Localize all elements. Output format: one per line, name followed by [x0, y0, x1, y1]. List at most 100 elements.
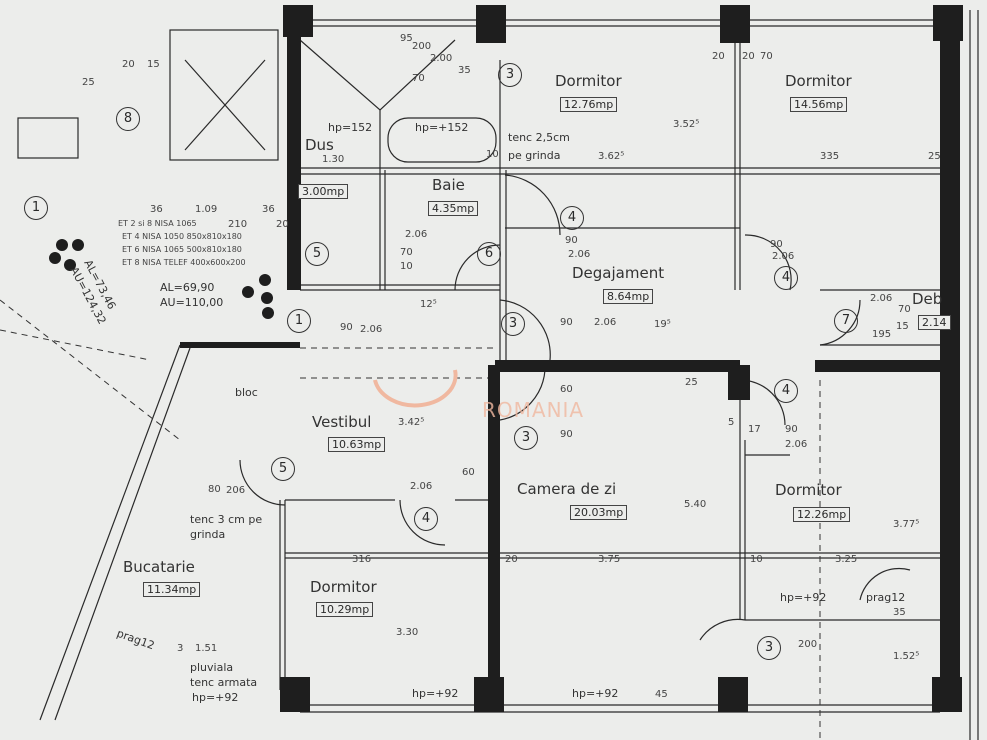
- dimension-label: 10: [486, 149, 499, 160]
- door-number: 4: [414, 507, 438, 531]
- dimension-label: 90: [560, 317, 573, 328]
- dimension-label: 20: [712, 51, 725, 62]
- dimension-label: 1.52⁵: [893, 651, 920, 662]
- dimension-label: 90: [785, 424, 798, 435]
- dimension-label: 35: [458, 65, 471, 76]
- dimension-label: 3.62⁵: [598, 151, 625, 162]
- dimension-label: 20: [122, 59, 135, 70]
- dashed-lines: [0, 299, 821, 740]
- room-area: 11.34mp: [143, 582, 201, 597]
- dimension-label: 2.06: [405, 229, 428, 240]
- door-number: 6: [477, 242, 501, 266]
- dimension-label: 36: [150, 204, 163, 215]
- note: ET 6 NISA 1065 500x810x180: [122, 245, 242, 254]
- dimension-label: 15: [147, 59, 160, 70]
- door-number: 5: [271, 457, 295, 481]
- dimension-label: 95: [400, 33, 413, 44]
- dimension-label: 3.77⁵: [893, 519, 920, 530]
- dimension-label: 2.06: [568, 249, 591, 260]
- note: AL=69,90: [160, 281, 215, 294]
- dimension-label: 10: [750, 554, 763, 565]
- dimension-label: 2.00: [430, 53, 453, 64]
- dimension-label: 2.06: [772, 251, 795, 262]
- dimension-label: 3.25: [835, 554, 858, 565]
- dimension-label: 206: [226, 485, 246, 496]
- dimension-label: 2.06: [594, 317, 617, 328]
- dimension-label: 90: [340, 322, 353, 333]
- dimension-label: 60: [462, 467, 475, 478]
- door-number: 8: [116, 107, 140, 131]
- room-name: Dus: [305, 136, 334, 154]
- dimension-label: 90: [770, 239, 783, 250]
- dimension-label: 5: [728, 417, 735, 428]
- note: tenc armata: [190, 676, 258, 689]
- note: hp=152: [328, 121, 373, 134]
- dimension-label: 35: [893, 607, 906, 618]
- dimension-label: 19⁵: [654, 319, 671, 330]
- dimension-label: 3.52⁵: [673, 119, 700, 130]
- room-name: Dormitor: [555, 72, 622, 90]
- room-area: 12.76mp: [560, 97, 618, 112]
- dimension-label: 45: [655, 689, 668, 700]
- door-number: 5: [305, 242, 329, 266]
- dimension-label: 3.42⁵: [398, 417, 425, 428]
- dimension-label: 20: [276, 219, 289, 230]
- dimension-label: 80: [208, 484, 221, 495]
- room-area: 4.35mp: [428, 201, 479, 216]
- note: grinda: [190, 528, 226, 541]
- dimension-label: 3.30: [396, 627, 419, 638]
- dimension-label: 200: [412, 41, 432, 52]
- dimension-label: 12⁵: [420, 299, 437, 310]
- dimension-label: 200: [798, 639, 818, 650]
- dimension-label: 335: [820, 151, 840, 162]
- note: tenc 2,5cm: [508, 131, 570, 144]
- door-number: 3: [514, 426, 538, 450]
- note: hp=+92: [780, 591, 827, 604]
- room-area: 14.56mp: [790, 97, 848, 112]
- room-name: Vestibul: [312, 413, 372, 431]
- note: hp=+152: [415, 121, 469, 134]
- dimension-label: 3: [177, 643, 184, 654]
- note: pe grinda: [508, 149, 561, 162]
- dimension-label: 210: [228, 219, 248, 230]
- watermark-logo: [373, 369, 458, 408]
- room-area: 12.26mp: [793, 507, 851, 522]
- note: ET 4 NISA 1050 850x810x180: [122, 232, 242, 241]
- dimension-label: 3.75: [598, 554, 621, 565]
- note: prag12: [866, 591, 906, 604]
- door-number: 1: [287, 309, 311, 333]
- dimension-label: 25: [685, 377, 698, 388]
- dimension-label: 60: [560, 384, 573, 395]
- note: ET 8 NISA TELEF 400x600x200: [122, 258, 246, 267]
- room-area: 20.03mp: [570, 505, 628, 520]
- room-area: 8.64mp: [603, 289, 654, 304]
- dimension-label: 10: [400, 261, 413, 272]
- dimension-label: 90: [565, 235, 578, 246]
- thick-walls: [49, 5, 963, 712]
- dimension-label: 20: [742, 51, 755, 62]
- dimension-label: 15: [896, 321, 909, 332]
- note: pluviala: [190, 661, 234, 674]
- room-name: Dormitor: [775, 481, 842, 499]
- room-name: Degajament: [572, 264, 665, 282]
- dimension-label: 70: [898, 304, 911, 315]
- room-name: Bucatarie: [123, 558, 195, 576]
- note: tenc 3 cm pe: [190, 513, 263, 526]
- dimension-label: 1.51: [195, 643, 218, 654]
- room-area: 3.00mp: [298, 184, 349, 199]
- dimension-label: 2.06: [870, 293, 893, 304]
- dimension-label: 2.06: [785, 439, 808, 450]
- dimension-label: 1.09: [195, 204, 218, 215]
- room-area: 10.63mp: [328, 437, 386, 452]
- dimension-label: 2.06: [410, 481, 433, 492]
- dimension-label: 17: [748, 424, 761, 435]
- thin-walls: [17, 10, 979, 740]
- door-number: 3: [498, 63, 522, 87]
- room-name: Camera de zi: [517, 480, 617, 498]
- dimension-label: 36: [262, 204, 275, 215]
- dimension-label: 70: [400, 247, 413, 258]
- room-name: Dormitor: [785, 72, 852, 90]
- note: hp=+92: [192, 691, 239, 704]
- note: AU=110,00: [160, 296, 224, 309]
- door-number: 3: [501, 312, 525, 336]
